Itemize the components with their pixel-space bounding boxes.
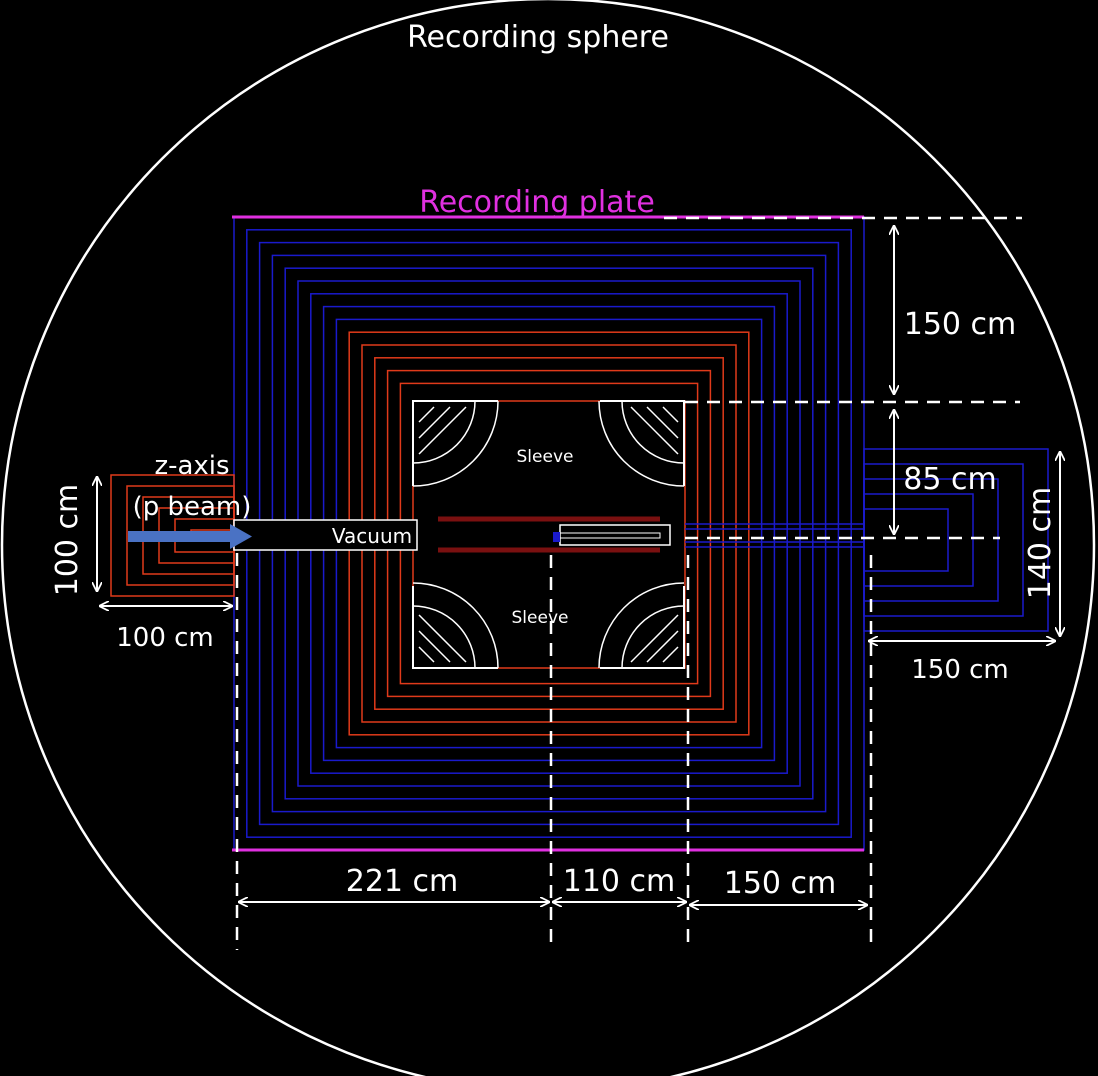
inner-cavity-white-frame <box>412 400 685 669</box>
sleeve-hatch <box>630 406 679 455</box>
sleeve-arc <box>412 582 499 669</box>
right-shield-layers <box>863 448 1049 632</box>
sleeve-arc <box>412 605 476 669</box>
right-shield-layer <box>863 478 999 602</box>
dimension-arrows <box>97 226 1060 905</box>
sleeve-hatch <box>646 406 679 439</box>
vacuum-pipe <box>233 519 418 551</box>
sleeve-hatch <box>646 630 679 663</box>
sleeve-hatch <box>418 406 435 423</box>
right-shield-layer <box>863 508 949 572</box>
recording-plate-label: Recording plate <box>419 185 655 220</box>
beam-arrow <box>128 524 252 549</box>
sleeve-hatch <box>418 406 467 455</box>
dim-150cm-top-right: 150 cm <box>904 307 1017 342</box>
sleeve-hatch <box>662 646 679 663</box>
sleeve-top-label: Sleeve <box>517 447 574 467</box>
dim-110cm-bottom: 110 cm <box>563 864 676 899</box>
dim-150cm-bottom: 150 cm <box>724 866 837 901</box>
vacuum-label: Vacuum <box>332 524 412 548</box>
dim-221cm-bottom: 221 cm <box>346 864 459 899</box>
sleeve-arc <box>621 400 685 464</box>
sleeve-arc <box>412 400 499 487</box>
dim-150cm-right: 150 cm <box>911 655 1009 685</box>
z-axis-label: z-axis <box>154 451 229 481</box>
sleeve-bottom-label: Sleeve <box>512 608 569 628</box>
dim-85cm-right: 85 cm <box>903 462 996 497</box>
sleeve-arc <box>598 400 685 487</box>
sleeve-arcs <box>412 400 685 669</box>
sleeve-arc <box>412 400 476 464</box>
target-assembly <box>559 524 671 546</box>
sleeve-hatch <box>418 614 467 663</box>
sleeve-hatch <box>662 406 679 423</box>
right-shield-layer <box>863 493 974 587</box>
sleeve-hatch <box>418 630 451 663</box>
dim-100cm-left-vertical: 100 cm <box>50 484 85 597</box>
dashed-guides <box>235 216 1022 950</box>
sleeve-hatch <box>418 646 435 663</box>
dim-100cm-left-horizontal: 100 cm <box>116 623 214 653</box>
right-channel-lines <box>685 523 865 548</box>
sleeve-hatch <box>418 406 451 439</box>
sleeve-hatch <box>630 614 679 663</box>
recording-sphere-label: Recording sphere <box>407 20 669 55</box>
sleeve-arc <box>598 582 685 669</box>
dim-140cm-right: 140 cm <box>1023 487 1058 600</box>
p-beam-label: (p beam) <box>133 492 252 522</box>
sleeve-arc <box>621 605 685 669</box>
target-head <box>553 532 560 542</box>
